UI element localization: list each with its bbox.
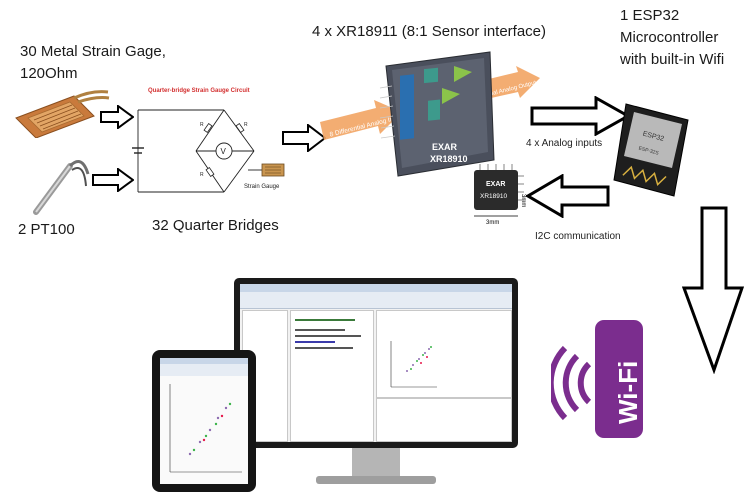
strain-gage-ohm-label: 120Ohm — [20, 65, 78, 82]
strain-gage-image — [15, 90, 110, 138]
quarter-bridge-circuit: Quarter-bridge Strain Gauge Circuit V R … — [132, 88, 285, 193]
tablet-scatter-plot — [169, 384, 242, 473]
plot-window — [376, 310, 512, 398]
esp32-module: ESP32 ESP-32S — [613, 103, 689, 197]
chip-dimension: 3mm — [520, 194, 526, 207]
app-toolbar — [240, 292, 512, 309]
arrow-right-icon — [100, 105, 134, 129]
chip-brand: EXAR — [486, 181, 505, 188]
resistor-label: R — [244, 122, 248, 128]
resistor-label: R — [200, 172, 204, 178]
wifi-logo: Wi-Fi — [551, 320, 643, 438]
board-brand: EXAR — [432, 142, 458, 152]
board-name: XR18910 — [430, 154, 468, 164]
scatter-plot — [390, 341, 437, 388]
xr18911-label: 4 x XR18911 (8:1 Sensor interface) — [312, 23, 547, 40]
arrow-left-icon — [526, 174, 610, 218]
i2c-label: I2C communication — [535, 231, 621, 242]
quarter-bridges-label: 32 Quarter Bridges — [152, 217, 279, 234]
tablet — [152, 350, 256, 492]
arrow-right-icon — [530, 96, 630, 136]
tablet-titlebar — [160, 358, 248, 364]
pt100-label: 2 PT100 — [18, 221, 75, 238]
resistor-label: R — [200, 122, 204, 128]
monitor-base — [316, 476, 436, 484]
voltmeter-label: V — [221, 147, 227, 156]
esp32-label-line3: with built-in Wifi — [620, 51, 725, 68]
xr18910-board: EXAR XR18910 — [379, 51, 495, 177]
strain-gage-label: 30 Metal Strain Gage, — [20, 43, 166, 60]
app-titlebar — [240, 284, 512, 292]
differential-input-arrow: 8 Differential Analog Inputs — [320, 100, 402, 140]
circuit-title: Quarter-bridge Strain Gauge Circuit — [148, 88, 250, 94]
command-window — [376, 398, 512, 442]
esp32-label-line2: Microcontroller — [620, 29, 719, 46]
monitor-screen — [240, 284, 512, 442]
wifi-logo-text: Wi-Fi — [613, 361, 643, 424]
esp32-chip-subtext: ESP-32S — [638, 146, 660, 157]
tablet-screen — [160, 358, 248, 484]
analog-inputs-label: 4 x Analog inputs — [526, 138, 603, 149]
chip-dimension: 3mm — [486, 220, 499, 226]
esp32-label-line1: 1 ESP32 — [620, 7, 680, 24]
editor-panel — [290, 310, 374, 442]
chip-name: XR18910 — [480, 193, 507, 200]
tablet-toolbar — [160, 364, 248, 376]
monitor-stand — [352, 448, 400, 478]
arrow-right-icon — [282, 124, 326, 152]
xr18910-chip: EXAR XR18910 3mm 3mm — [474, 164, 526, 226]
arrow-right-icon — [92, 168, 134, 192]
desktop-monitor — [234, 278, 518, 448]
strain-gauge-label: Strain Gauge — [244, 184, 280, 190]
arrow-down-icon — [682, 206, 744, 374]
pt100-image — [33, 160, 90, 215]
